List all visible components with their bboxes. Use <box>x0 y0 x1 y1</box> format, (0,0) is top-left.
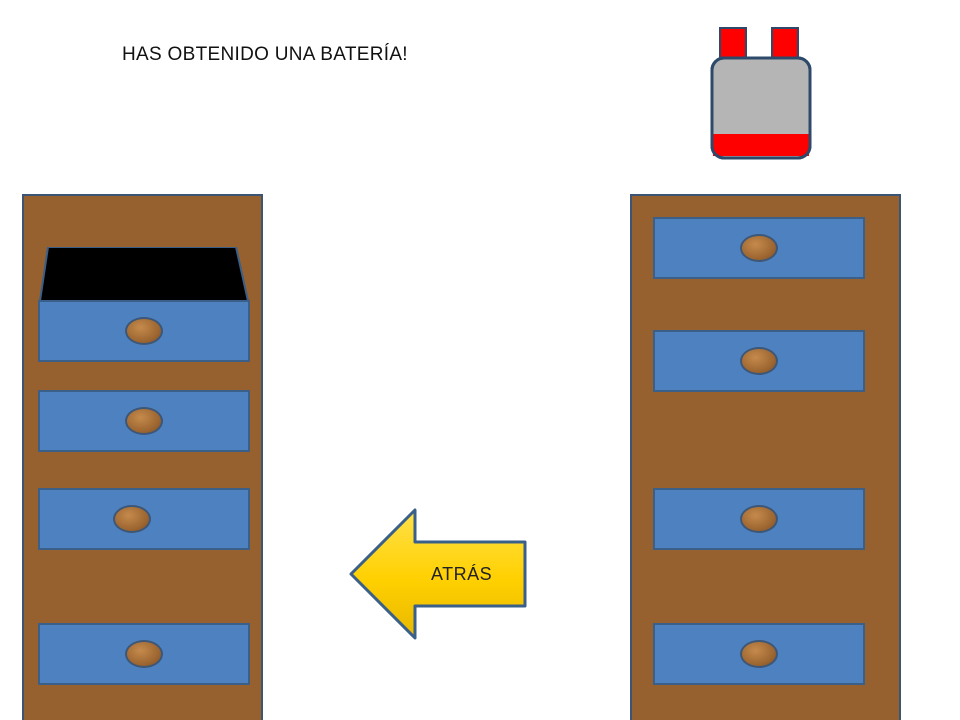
arrow-left-icon <box>349 508 527 640</box>
right-drawer-1[interactable] <box>653 217 865 279</box>
battery-icon[interactable] <box>708 26 814 160</box>
left-drawer-4[interactable] <box>38 623 250 685</box>
right-drawer-4[interactable] <box>653 623 865 685</box>
open-drawer-interior <box>38 247 250 302</box>
drawer-knob <box>740 505 778 533</box>
drawer-knob <box>113 505 151 533</box>
right-cabinet <box>630 194 901 720</box>
back-button[interactable]: ATRÁS <box>349 508 529 640</box>
drawer-knob <box>125 407 163 435</box>
right-drawer-3[interactable] <box>653 488 865 550</box>
drawer-knob <box>740 347 778 375</box>
left-cabinet <box>22 194 263 720</box>
right-drawer-2[interactable] <box>653 330 865 392</box>
status-message: HAS OBTENIDO UNA BATERÍA! <box>122 44 408 65</box>
left-drawer-1[interactable] <box>38 300 250 362</box>
drawer-knob <box>740 640 778 668</box>
drawer-knob <box>125 317 163 345</box>
drawer-knob <box>125 640 163 668</box>
back-button-label: ATRÁS <box>431 564 493 584</box>
drawer-knob <box>740 234 778 262</box>
left-drawer-3[interactable] <box>38 488 250 550</box>
left-drawer-2[interactable] <box>38 390 250 452</box>
